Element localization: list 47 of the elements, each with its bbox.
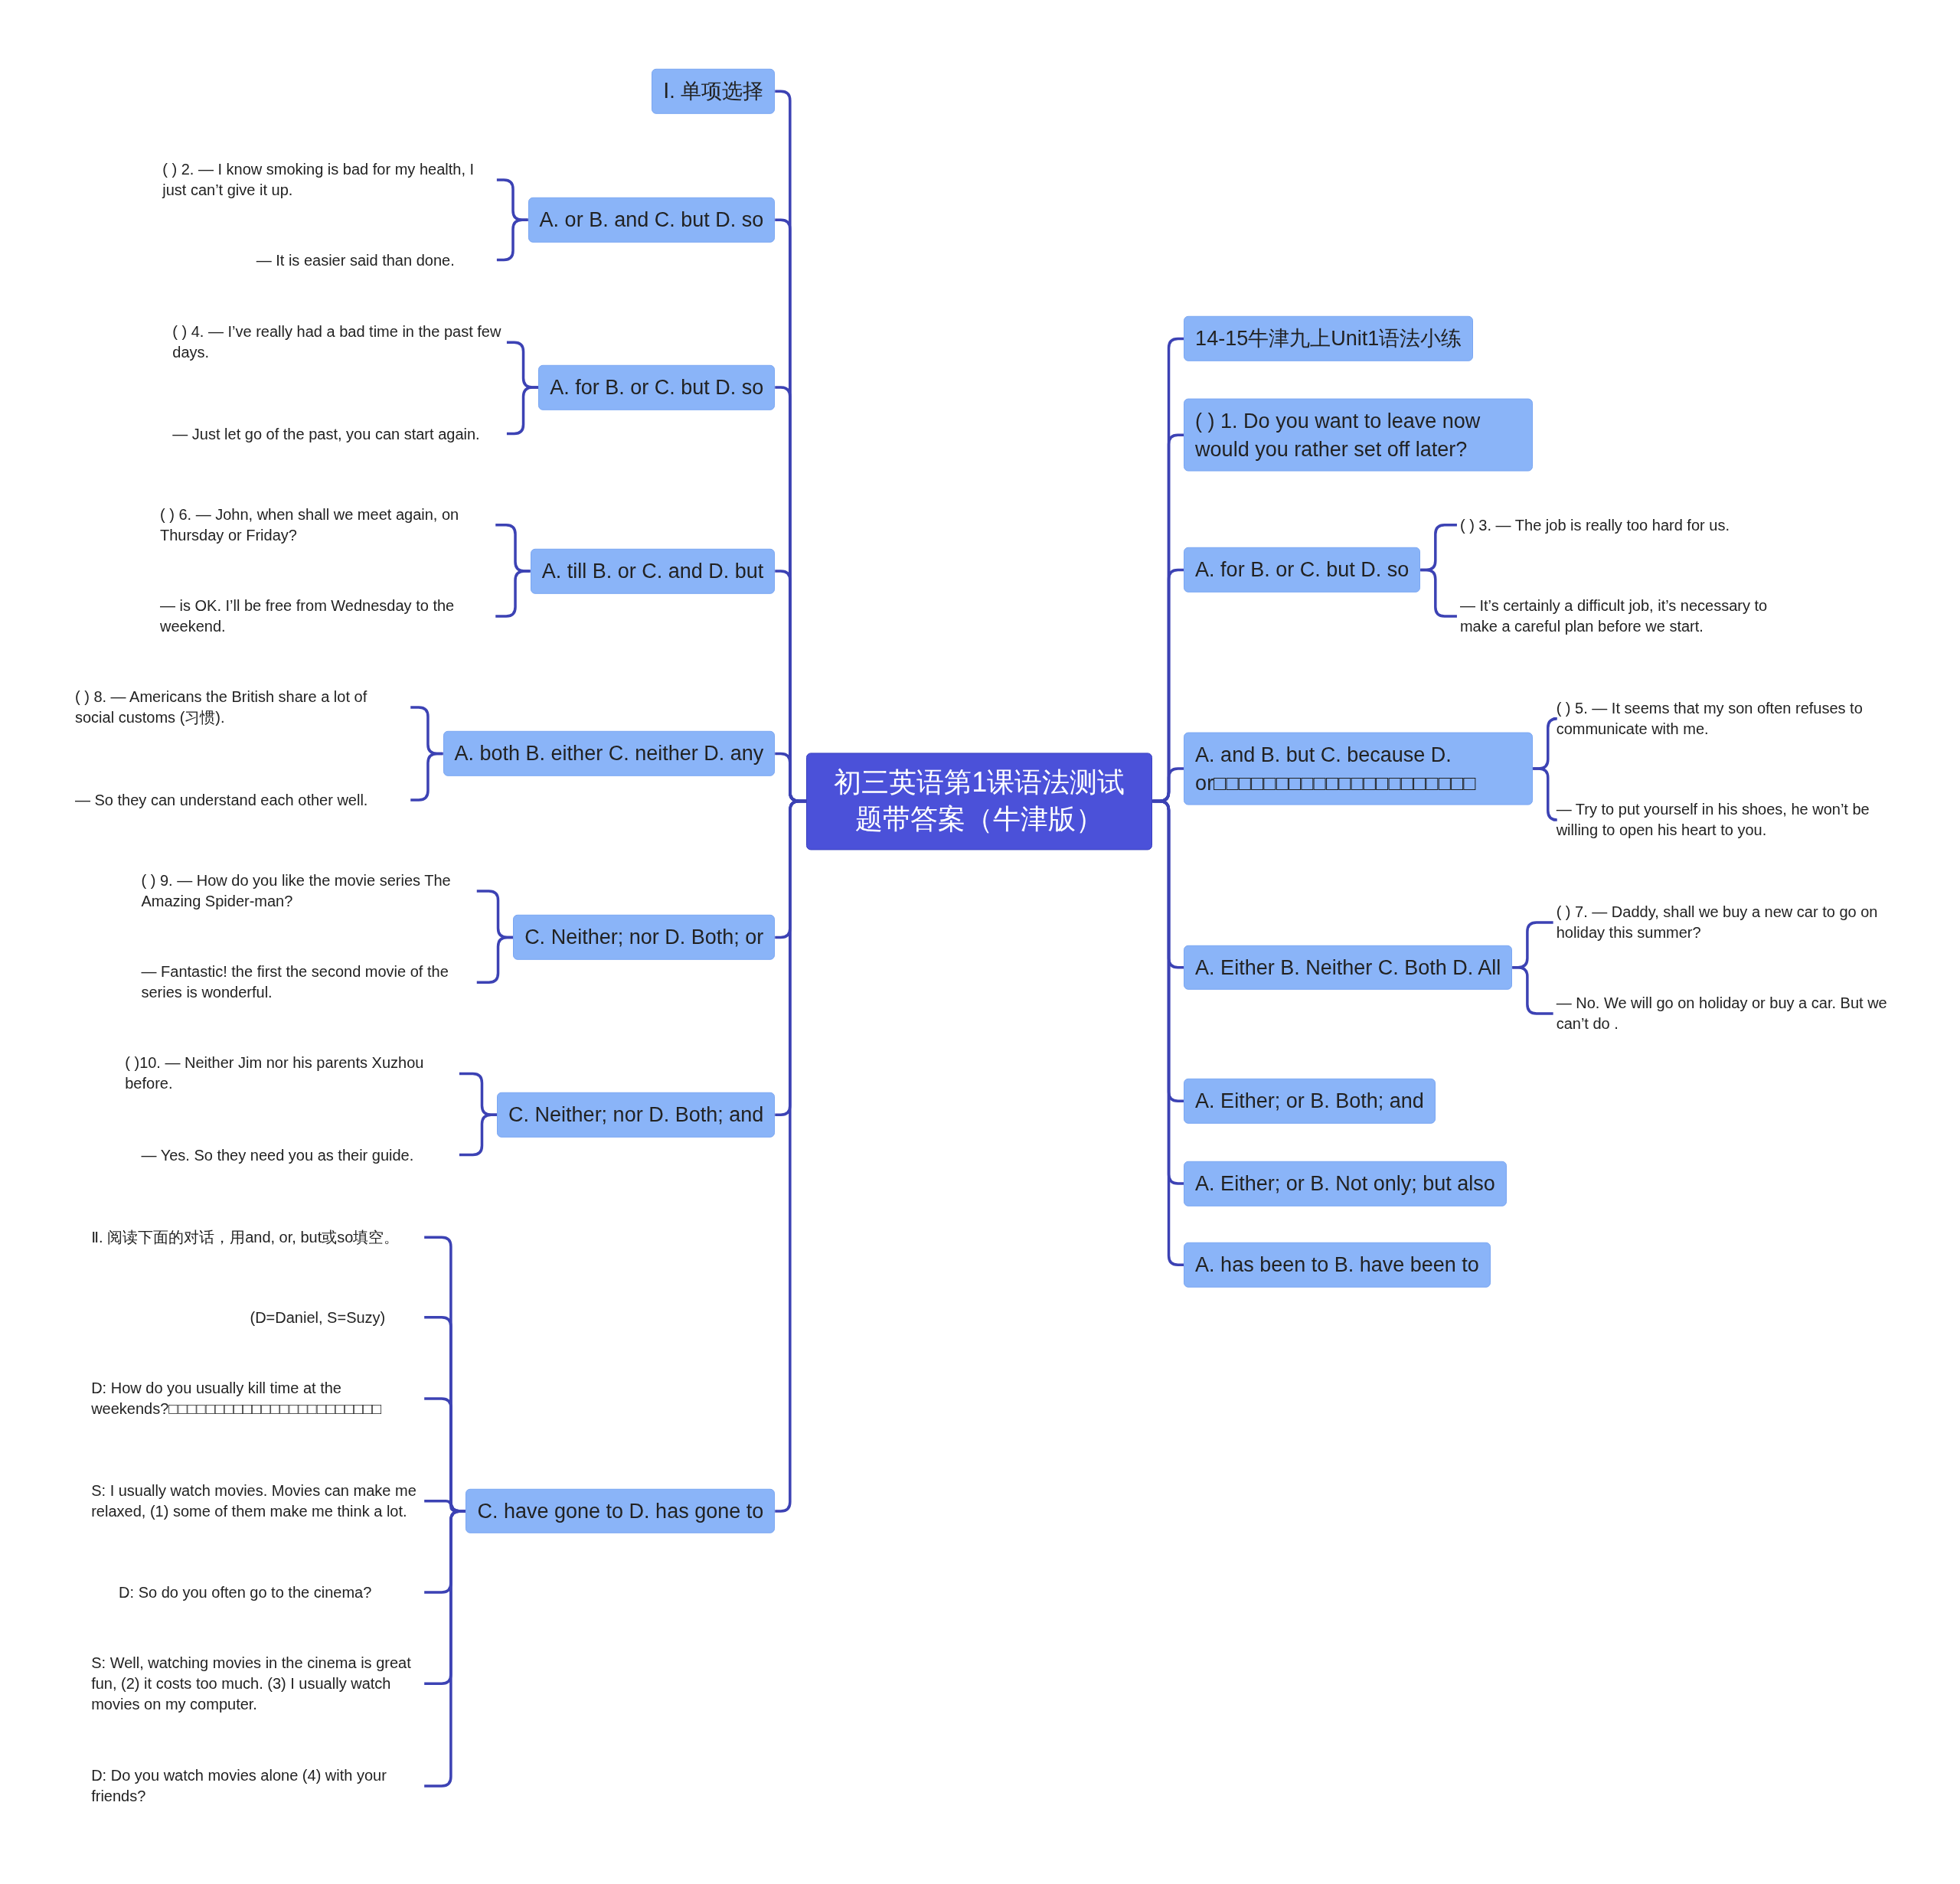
topic-box: A. Either B. Neither C. Both D. All <box>1184 945 1513 990</box>
branch-text: ( ) 3. — The job is really too hard for us. <box>1459 514 1800 536</box>
branch-text: D: How do you usually kill time at the weekends?□□□□□□□□□□□□□□□□□□□□□□□ <box>91 1377 422 1419</box>
branch-text: ( ) 2. — I know smoking is bad for my health, I just can’t give it up. <box>162 159 494 201</box>
branch-text: — is OK. I’ll be free from Wednesday to the weekend. <box>159 595 493 637</box>
topic-box: A. and B. but C. because D. or□□□□□□□□□□□□□□□□□□□□□ <box>1184 732 1534 805</box>
topic-box: A. for B. or C. but D. so <box>1184 547 1421 593</box>
connector-line <box>1512 965 1553 1015</box>
topic-box: A. Either; or B. Both; and <box>1184 1079 1436 1124</box>
topic-box: C. Neither; nor D. Both; or <box>513 915 776 960</box>
topic-box: A. both B. either C. neither D. any <box>443 731 776 776</box>
branch-text: (D=Daniel, S=Suzy) <box>250 1307 422 1328</box>
branch-text: ( ) 6. — John, when shall we meet again, on Thursday or Friday? <box>159 504 493 546</box>
branch-text: — So they can understand each other well. <box>74 789 408 811</box>
branch-text: — Just let go of the past, you can start again. <box>172 423 504 444</box>
branch-text: Ⅱ. 阅读下面的对话，用and, or, but或so填空。 <box>91 1226 422 1248</box>
branch-text: S: I usually watch movies. Movies can make me relaxed, (1) some of them make me think a lot. <box>91 1480 422 1522</box>
branch-text: ( ) 5. — It seems that my son often refuses to communicate with me. <box>1556 697 1875 740</box>
branch-text: ( )10. — Neither Jim nor his parents Xuzhou before. <box>125 1053 456 1095</box>
topic-box: A. Either; or B. Not only; but also <box>1184 1161 1507 1206</box>
connector-line <box>424 1510 466 1788</box>
branch-text: — Yes. So they need you as their guide. <box>141 1144 456 1166</box>
branch-text: ( ) 4. — I’ve really had a bad time in the past few days. <box>172 322 504 364</box>
topic-box: A. or B. and C. but D. so <box>528 198 776 243</box>
topic-box: Ⅰ. 单项选择 <box>652 68 776 114</box>
branch-text: D: So do you often go to the cinema? <box>119 1582 422 1603</box>
topic-box: A. has been to B. have been to <box>1184 1242 1491 1288</box>
topic-box: C. have gone to D. has gone to <box>466 1488 776 1534</box>
central-topic-box: 初三英语第1课语法测试题带答案（牛津版） <box>806 752 1153 851</box>
branch-text: — It’s certainly a difficult job, it’s necessary to make a careful plan before we start. <box>1459 595 1800 637</box>
branch-text: — No. We will go on holiday or buy a car. But we can’t do . <box>1556 993 1913 1035</box>
connector-line <box>775 799 807 1513</box>
branch-text: — Try to put yourself in his shoes, he won’t be willing to open his heart to you. <box>1556 799 1875 841</box>
branch-text: ( ) 7. — Daddy, shall we buy a new car to go on holiday this summer? <box>1556 901 1913 943</box>
topic-box: 14-15牛津九上Unit1语法小练 <box>1184 316 1474 361</box>
branch-text: S: Well, watching movies in the cinema is great fun, (2) it costs too much. (3) I usually watch movies on my computer. <box>91 1652 422 1715</box>
topic-box: C. Neither; nor D. Both; and <box>497 1092 776 1138</box>
branch-text: ( ) 8. — Americans the British share a lot of social customs (习惯). <box>74 687 408 729</box>
connector-line <box>1152 799 1184 1266</box>
connector-line <box>1533 767 1559 821</box>
branch-text: D: Do you watch movies alone (4) with your friends? <box>91 1765 422 1807</box>
branch-text: — Fantastic! the first the second movie of the series is wonderful. <box>141 962 474 1004</box>
branch-text: ( ) 9. — How do you like the movie series The Amazing Spider-man? <box>141 870 474 913</box>
topic-box: ( ) 1. Do you want to leave now would you rather set off later? <box>1184 398 1534 472</box>
branch-text: — It is easier said than done. <box>256 250 494 271</box>
topic-box: A. till B. or C. and D. but <box>530 548 776 594</box>
topic-box: A. for B. or C. but D. so <box>538 364 776 410</box>
